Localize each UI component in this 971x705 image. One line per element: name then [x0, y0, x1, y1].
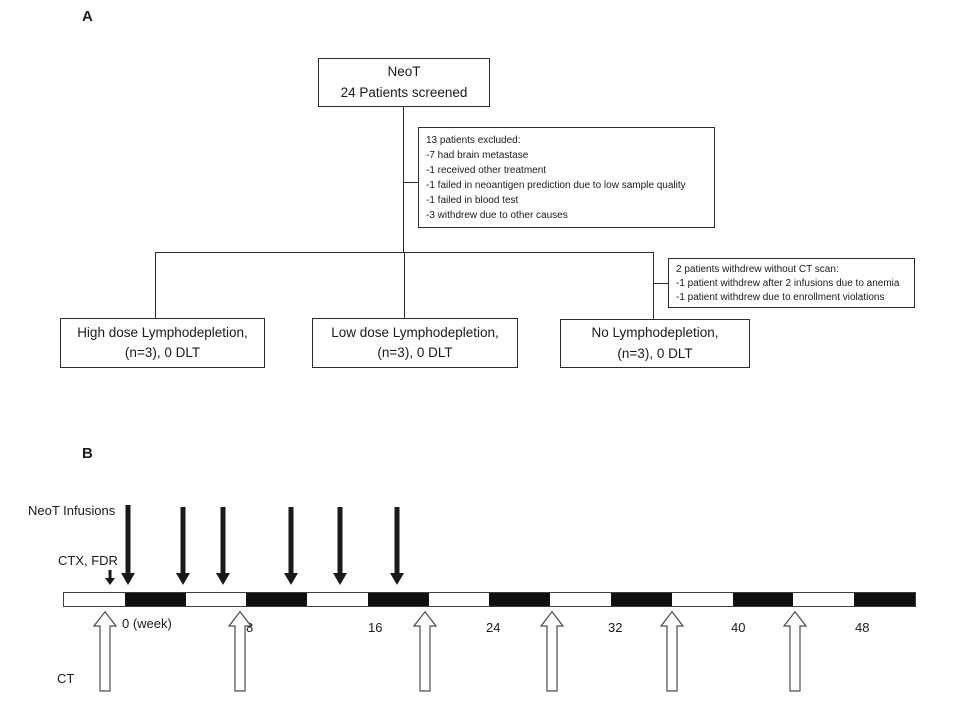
timeline-bar — [63, 592, 916, 607]
withdrew-box: 2 patients withdrew without CT scan: -1 … — [668, 258, 915, 308]
week-tick-label: 40 — [731, 620, 746, 635]
timeline-segment-white — [428, 593, 490, 606]
panel-b-label: B — [82, 445, 94, 462]
ct-label: CT — [57, 671, 75, 686]
timeline-segment-black — [124, 593, 186, 606]
excluded-box: 13 patients excluded: -7 had brain metas… — [418, 127, 715, 228]
arm-box-low-dose-line1: Low dose Lymphodepletion, — [331, 324, 499, 340]
connector-excluded-box — [404, 182, 418, 183]
timeline-segment-white — [793, 593, 855, 606]
arm-box-no-lympho-line1: No Lymphodepletion, — [591, 325, 719, 341]
week-tick-label: 32 — [608, 620, 623, 635]
neot-infusions-label: NeoT Infusions — [28, 503, 116, 518]
ct-up-arrow-icon — [782, 610, 808, 692]
withdrew-box-item: -1 patient withdrew due to enrollment vi… — [676, 292, 885, 303]
week-tick-label: 16 — [368, 620, 383, 635]
excluded-box-item: -1 failed in blood test — [426, 195, 519, 206]
screened-box-line2: 24 Patients screened — [340, 84, 468, 100]
screened-box-line1: NeoT — [387, 64, 421, 80]
screened-box: NeoT 24 Patients screened — [318, 58, 490, 107]
arm-box-low-dose: Low dose Lymphodepletion, (n=3), 0 DLT — [312, 318, 518, 368]
excluded-box-item: -3 withdrew due to other causes — [426, 210, 568, 221]
ctx-down-arrow-icon — [105, 570, 115, 585]
arm-box-high-dose-line2: (n=3), 0 DLT — [124, 345, 201, 360]
ct-up-arrow-icon — [92, 610, 118, 692]
infusion-down-arrow-icon — [284, 507, 298, 585]
ct-up-arrow-icon — [412, 610, 438, 692]
ct-up-arrow-icon — [227, 610, 253, 692]
timeline-segment-white — [307, 593, 368, 606]
infusion-down-arrow-icon — [216, 507, 230, 585]
arm-box-low-dose-line2: (n=3), 0 DLT — [377, 345, 453, 360]
timeline-segment-black — [611, 593, 672, 606]
arm-box-no-lympho-line2: (n=3), 0 DLT — [617, 345, 693, 361]
connector-arm-none — [653, 252, 654, 319]
timeline-segment-white — [671, 593, 733, 606]
timeline-segment-black — [367, 593, 429, 606]
excluded-box-item: -1 failed in neoantigen prediction due t… — [426, 180, 686, 191]
arm-box-high-dose-line1: High dose Lymphodepletion, — [77, 324, 248, 340]
timeline-segment-black — [489, 593, 551, 606]
connector-arm-high — [155, 252, 156, 318]
week-tick-label: 0 (week) — [122, 616, 172, 631]
connector-withdrew-box — [654, 283, 668, 284]
timeline-segment-black — [732, 593, 794, 606]
infusion-down-arrow-icon — [333, 507, 347, 585]
ct-up-arrow-icon — [659, 610, 685, 692]
connector-main-vertical — [403, 107, 404, 253]
timeline-segment-black — [854, 593, 915, 606]
connector-arm-low — [404, 252, 405, 318]
withdrew-box-item: -1 patient withdrew after 2 infusions du… — [676, 278, 900, 289]
withdrew-box-title: 2 patients withdrew without CT scan: — [676, 264, 839, 275]
ctx-fdr-label: CTX, FDR — [58, 553, 118, 568]
excluded-box-title: 13 patients excluded: — [426, 135, 521, 146]
timeline-segment-white — [185, 593, 247, 606]
week-tick-label: 24 — [486, 620, 501, 635]
arm-box-no-lympho: No Lymphodepletion, (n=3), 0 DLT — [560, 319, 750, 368]
panel-a-label: A — [82, 8, 94, 25]
excluded-box-item: -7 had brain metastase — [426, 150, 529, 161]
week-tick-label: 48 — [855, 620, 870, 635]
timeline-segment-black — [246, 593, 308, 606]
arm-box-high-dose: High dose Lymphodepletion, (n=3), 0 DLT — [60, 318, 265, 368]
ct-up-arrow-icon — [539, 610, 565, 692]
infusion-down-arrow-icon — [390, 507, 404, 585]
infusion-down-arrow-icon — [176, 507, 190, 585]
week-tick-label: 8 — [246, 620, 254, 635]
timeline-segment-white — [64, 593, 125, 606]
infusion-down-arrow-icon — [121, 505, 135, 585]
excluded-box-item: -1 received other treatment — [426, 165, 547, 176]
timeline-segment-white — [550, 593, 612, 606]
